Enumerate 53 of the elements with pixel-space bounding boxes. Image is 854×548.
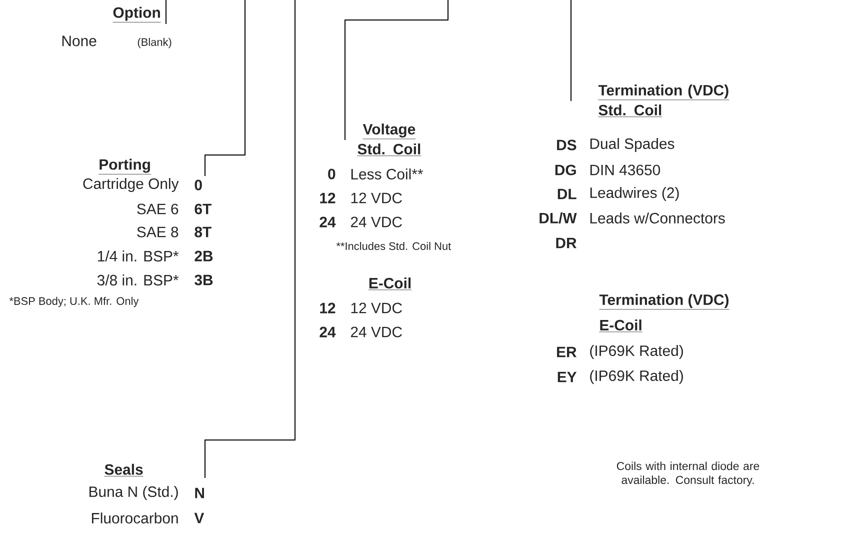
option-description: 1/4 in. BSP*: [98, 250, 179, 262]
option-code: 24: [320, 216, 336, 228]
footnote: *BSP Body; U.K. Mfr. Only: [9, 296, 139, 308]
option-description: SAE 6: [137, 204, 178, 214]
option-description: None: [62, 36, 96, 46]
option-description: (IP69K Rated): [590, 370, 683, 384]
option-description: Dual Spades: [590, 138, 674, 152]
section-heading: E-Coil: [599, 320, 643, 332]
option-description: 12 VDC: [351, 302, 402, 314]
option-code: DG: [555, 164, 576, 176]
option-code: DL: [558, 188, 576, 200]
option-code: DR: [556, 238, 576, 248]
section-heading: Porting: [98, 158, 152, 174]
option-description: 12 VDC: [351, 192, 402, 204]
option-code: 6T: [194, 204, 212, 214]
footnote: **Includes Std. Coil Nut: [336, 242, 452, 250]
option-code: DS: [557, 140, 576, 150]
section-heading: Option: [112, 6, 162, 22]
option-description: Fluorocarbon: [92, 512, 178, 524]
option-code: 8T: [194, 226, 212, 238]
option-description: SAE 8: [137, 226, 178, 238]
leader-line: [204, 0, 296, 478]
option-code: 12: [320, 192, 336, 204]
section-heading: Termination (VDC): [599, 294, 730, 310]
option-description: DIN 43650: [590, 164, 660, 176]
option-description: Buna N (Std.): [90, 486, 178, 500]
option-description: Leads w/Connectors: [590, 212, 725, 224]
option-description: 3/8 in. BSP*: [97, 274, 179, 286]
section-heading: E-Coil: [368, 278, 412, 290]
option-code: 3B: [194, 274, 213, 286]
option-code: 0: [328, 168, 336, 180]
leader-line: [344, 0, 448, 140]
option-code: 24: [320, 326, 336, 338]
option-code: N: [195, 488, 204, 498]
footnote: (Blank): [138, 38, 172, 48]
leader-line: [570, 0, 572, 102]
section-heading: Voltage Std. Coil: [357, 124, 422, 156]
option-code: 2B: [194, 250, 213, 262]
leader-line: [204, 0, 246, 176]
option-description: Leadwires (2): [590, 187, 679, 201]
option-description: Cartridge Only: [83, 178, 179, 192]
section-heading: Termination (VDC) Std. Coil: [598, 84, 730, 118]
option-code: DL/W: [540, 212, 577, 224]
option-code: ER: [557, 346, 576, 358]
note: Coils with internal diode are available. Consult factory.: [616, 462, 760, 486]
option-code: V: [194, 512, 204, 524]
option-code: EY: [558, 372, 577, 382]
option-description: 24 VDC: [350, 326, 402, 338]
section-heading: Seals: [104, 464, 144, 476]
option-description: (IP69K Rated): [590, 345, 683, 359]
option-description: 24 VDC: [350, 216, 402, 228]
option-code: 12: [320, 302, 336, 314]
option-code: 0: [194, 180, 202, 190]
